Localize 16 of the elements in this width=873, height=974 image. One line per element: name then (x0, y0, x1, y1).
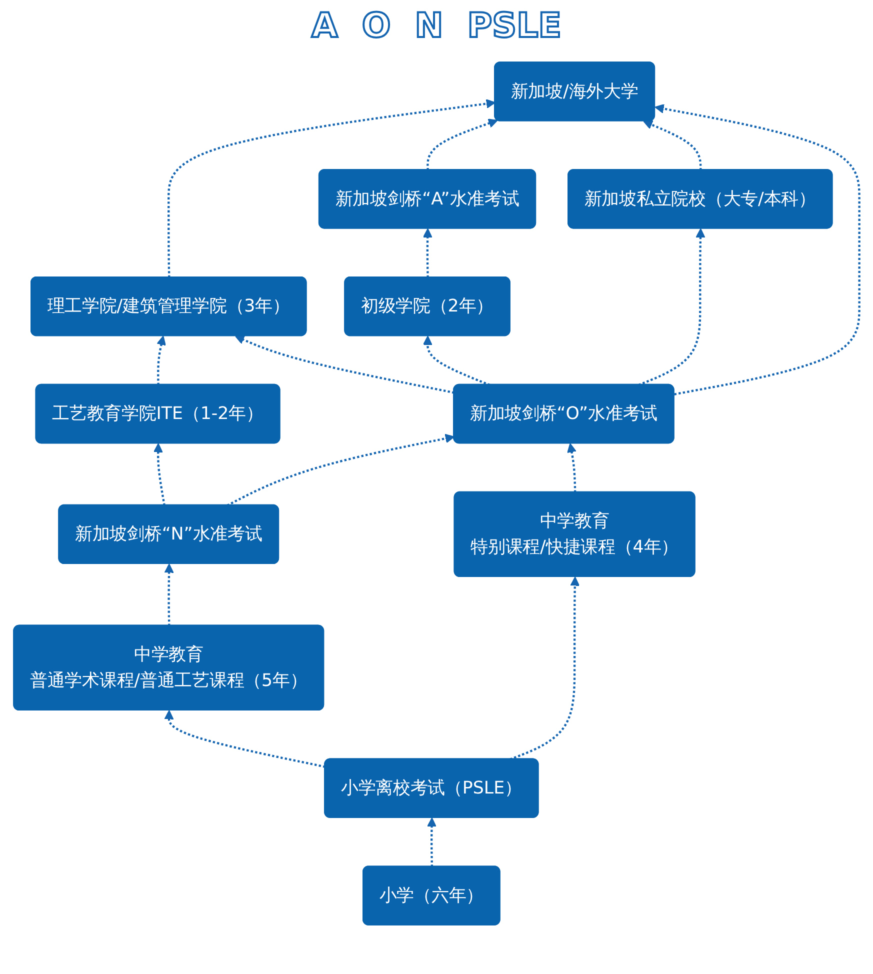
arrow (426, 118, 498, 170)
arrow (168, 98, 496, 278)
arrow (567, 443, 576, 492)
arrow (422, 228, 432, 278)
outlined-letter-label: PSLE (467, 6, 562, 46)
outlined-letter-label: N (414, 6, 444, 46)
arrow (643, 120, 702, 170)
arrow (156, 336, 166, 386)
arrow (234, 335, 454, 394)
arrow (164, 710, 326, 768)
arrow (153, 443, 166, 506)
arrow (654, 104, 860, 396)
outlined-letter-label: O (362, 6, 391, 46)
arrow (427, 818, 437, 867)
arrow (164, 564, 174, 626)
outlined-letter-label: A (312, 6, 338, 46)
